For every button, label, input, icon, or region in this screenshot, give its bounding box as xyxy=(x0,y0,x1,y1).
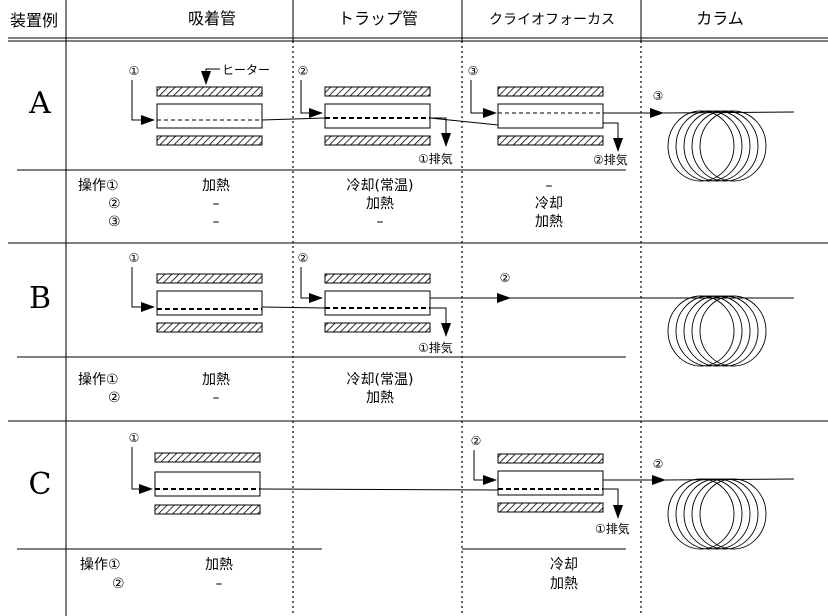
op-c-label-1: 操作① xyxy=(80,557,121,573)
header-column: カラム xyxy=(696,9,744,28)
exhaust-a-2: ②排気 xyxy=(593,152,628,167)
marker-a-cryo: ③ xyxy=(468,64,479,78)
header-example: 装置例 xyxy=(10,11,58,30)
marker-c-adsorb: ① xyxy=(129,431,140,445)
op-c-cryo-2: 加熱 xyxy=(550,576,578,592)
op-a-trap-2: 加熱 xyxy=(366,196,394,212)
row-b-operations: 操作① ② 加熱 – 冷却(常温) 加熱 xyxy=(78,372,413,406)
row-label-c: C xyxy=(29,467,52,502)
header-adsorption-tube: 吸着管 xyxy=(188,9,236,28)
cryofocus-a xyxy=(497,86,604,146)
op-a-cryo-1: – xyxy=(546,178,553,194)
op-a-cryo-3: 加熱 xyxy=(535,214,563,230)
op-a-label-1: 操作① xyxy=(78,178,119,194)
column-coil-a xyxy=(667,110,767,182)
row-label-a: A xyxy=(28,86,51,121)
op-b-adsorb-1: 加熱 xyxy=(202,372,230,388)
row-c-diagram: ① ② ①排気 ② xyxy=(129,431,795,550)
op-c-cryo-1: 冷却 xyxy=(550,557,578,573)
table-grid xyxy=(8,0,828,616)
op-a-trap-3: – xyxy=(377,214,384,230)
op-b-label-2: ② xyxy=(108,390,121,406)
marker-c-column: ② xyxy=(653,457,664,471)
op-c-label-2: ② xyxy=(112,576,125,592)
column-coil-c xyxy=(667,478,767,550)
marker-b-trap: ② xyxy=(298,251,309,265)
adsorption-tube-c xyxy=(154,452,261,515)
op-a-adsorb-3: – xyxy=(213,214,220,230)
adsorption-tube-a xyxy=(156,86,263,146)
op-b-label-1: 操作① xyxy=(78,372,119,388)
row-c-operations: 操作① ② 加熱 – 冷却 加熱 xyxy=(80,557,578,592)
op-b-adsorb-2: – xyxy=(213,390,220,406)
row-b-diagram: ① ② ①排気 ② xyxy=(129,251,794,367)
op-a-label-2: ② xyxy=(108,196,121,212)
marker-a-column: ③ xyxy=(653,89,664,103)
op-a-cryo-2: 冷却 xyxy=(535,196,563,212)
column-coil-b xyxy=(667,295,767,367)
exhaust-b-1: ①排気 xyxy=(418,340,453,355)
marker-c-cryo: ② xyxy=(471,434,482,448)
adsorption-tube-b xyxy=(156,273,263,333)
op-a-trap-1: 冷却(常温) xyxy=(347,178,414,194)
op-b-trap-2: 加熱 xyxy=(366,390,394,406)
marker-b-flow: ② xyxy=(500,271,511,285)
header-trap-tube: トラップ管 xyxy=(338,9,418,28)
op-b-trap-1: 冷却(常温) xyxy=(347,372,414,388)
row-label-b: B xyxy=(29,281,51,316)
marker-a-trap: ② xyxy=(298,64,309,78)
op-c-adsorb-2: – xyxy=(216,576,223,592)
op-a-adsorb-1: 加熱 xyxy=(202,178,230,194)
exhaust-c-1: ①排気 xyxy=(595,521,630,536)
exhaust-a-1: ①排気 xyxy=(418,151,453,166)
op-c-adsorb-1: 加熱 xyxy=(205,557,233,573)
cryofocus-c xyxy=(497,453,604,513)
header-cryofocus: クライオフォーカス xyxy=(489,12,615,28)
marker-a-adsorb: ① xyxy=(129,64,140,78)
heater-label: ヒーター xyxy=(222,63,270,77)
op-a-label-3: ③ xyxy=(108,214,121,230)
marker-b-adsorb: ① xyxy=(129,251,140,265)
op-a-adsorb-2: – xyxy=(213,196,220,212)
trap-tube-b xyxy=(324,273,431,333)
row-a-operations: 操作① ② ③ 加熱 – – 冷却(常温) 加熱 – – 冷却 加熱 xyxy=(78,178,563,230)
trap-tube-a xyxy=(324,86,431,146)
row-a-diagram: ① ヒーター ② ①排気 ③ ②排気 ③ xyxy=(129,63,795,182)
